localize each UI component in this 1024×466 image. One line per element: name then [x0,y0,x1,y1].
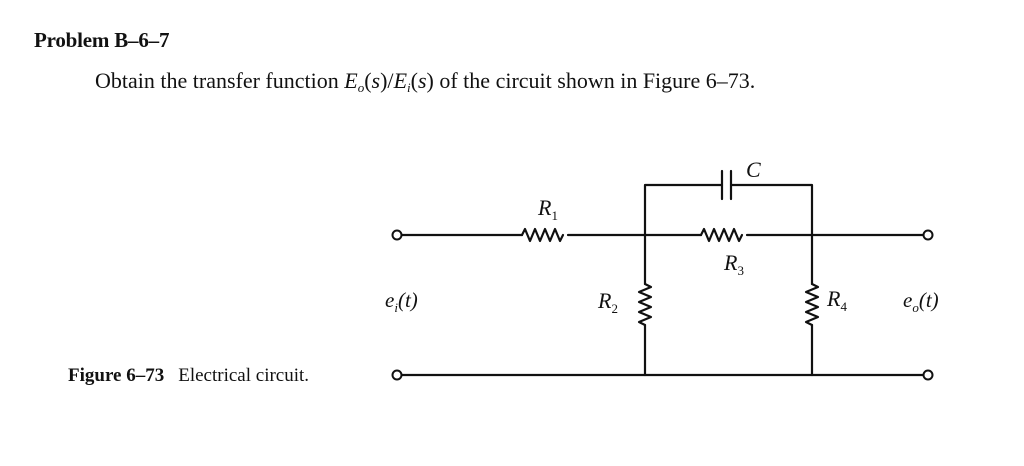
capacitor-branch-left [643,183,724,237]
label-eo: eo(t) [903,288,939,315]
problem-title: Problem B–6–7 [34,28,170,52]
terminal-input-top [391,229,403,241]
resistor-r2 [637,282,653,327]
label-r2: R2 [597,288,618,316]
label-r4: R4 [826,286,847,314]
label-r1: R1 [537,195,558,223]
label-ei: ei(t) [385,288,418,315]
figure-caption: Figure 6–73 Electrical circuit. [68,365,309,387]
statement-suffix: of the circuit shown in Figure 6–73. [433,68,756,93]
figure-caption-text: Electrical circuit. [178,365,310,386]
figure-number: Figure 6–73 [68,365,165,386]
resistor-r1 [520,227,565,243]
label-r3: R3 [723,250,744,278]
resistor-r4 [804,282,820,327]
statement-prefix: Obtain the transfer function [95,68,345,93]
terminal-output-bottom [922,369,934,381]
capacitor-branch-right [729,183,814,237]
problem-statement: Obtain the transfer function Eo(s)/Ei(s)… [95,68,755,96]
transfer-function-expression: Eo(s)/Ei(s) [344,68,434,95]
resistor-r3 [699,227,744,243]
terminal-output-top [922,229,934,241]
terminal-input-bottom [391,369,403,381]
label-capacitor: C [746,157,761,182]
